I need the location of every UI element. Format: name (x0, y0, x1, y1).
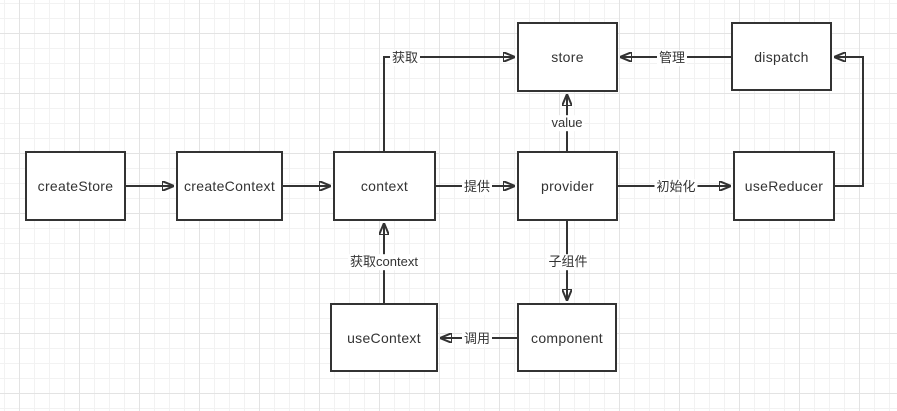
node-label: provider (541, 178, 594, 194)
node-label: useReducer (744, 178, 824, 194)
node-label: createStore (37, 178, 114, 194)
node-label: useContext (347, 329, 421, 346)
node-label: context (360, 178, 409, 194)
node-createstore[interactable]: createStore (25, 151, 126, 221)
edge-label-provide: 提供 (461, 179, 493, 195)
node-label: store (551, 49, 584, 65)
node-label: dispatch (754, 48, 809, 65)
edge-label-invoke: 调用 (461, 331, 493, 347)
edge-label-initialize: 初始化 (654, 179, 698, 195)
node-usereducer[interactable]: useReducer (733, 151, 835, 221)
connector-usereducer-dispatch (835, 57, 864, 187)
edge-label-value: value (549, 115, 585, 131)
edge-label-manage: 管理 (656, 50, 688, 66)
edge-label-child-component: 子组件 (546, 254, 590, 270)
node-label: component (531, 329, 603, 346)
node-store[interactable]: store (517, 22, 618, 92)
node-context[interactable]: context (333, 151, 436, 221)
edge-label-get-context: 获取context (348, 254, 420, 270)
node-createcontext[interactable]: createContext (176, 151, 283, 221)
node-dispatch[interactable]: dispatch (731, 22, 832, 91)
edge-label-get: 获取 (389, 50, 421, 66)
node-usecontext[interactable]: useContext (330, 303, 438, 372)
node-label: createContext (183, 178, 276, 194)
node-component[interactable]: component (517, 303, 617, 372)
connector-context-store (383, 57, 514, 151)
node-provider[interactable]: provider (517, 151, 618, 221)
